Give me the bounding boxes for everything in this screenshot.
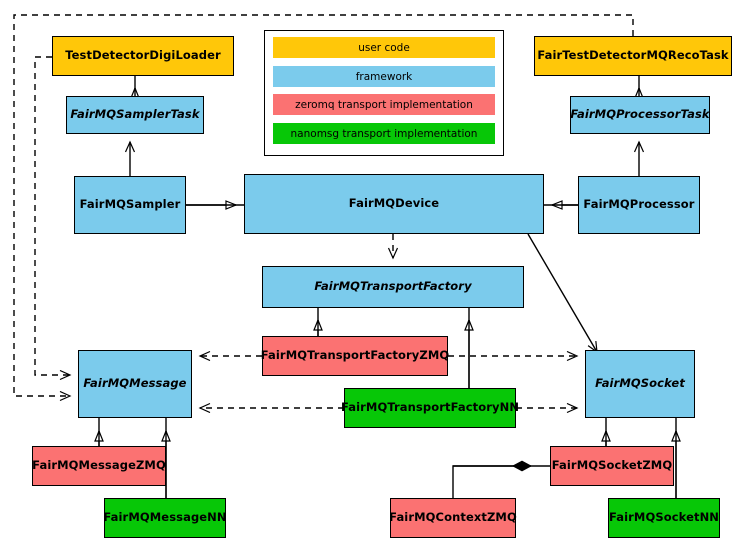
- class-node-label: FairMQSocket: [595, 376, 685, 391]
- class-node-label: FairMQSocketZMQ: [551, 458, 673, 473]
- class-node-FairMQMessageZMQ[interactable]: FairMQMessageZMQ: [32, 446, 166, 486]
- class-node-FairMQDevice[interactable]: FairMQDevice: [244, 174, 544, 234]
- class-node-label: FairMQProcessorTask: [570, 107, 710, 122]
- class-node-label: FairMQTransportFactoryNN: [340, 400, 520, 415]
- legend-item-zeromq: zeromq transport implementation: [273, 94, 495, 115]
- class-node-label: TestDetectorDigiLoader: [65, 48, 221, 63]
- legend-label-nanomsg: nanomsg transport implementation: [290, 127, 478, 140]
- class-node-FairMQMessageNN[interactable]: FairMQMessageNN: [103, 498, 227, 538]
- class-node-FairMQMessage[interactable]: FairMQMessage: [78, 350, 192, 418]
- class-node-TestDetectorDigiLoader[interactable]: TestDetectorDigiLoader: [52, 36, 234, 76]
- class-node-FairMQTransportFactory[interactable]: FairMQTransportFactory: [262, 266, 524, 308]
- class-node-FairMQTransportFactoryZMQ[interactable]: FairMQTransportFactoryZMQ: [260, 336, 450, 376]
- class-node-FairMQContextZMQ[interactable]: FairMQContextZMQ: [389, 498, 517, 538]
- legend-item-framework: framework: [273, 66, 495, 87]
- class-node-FairMQSocketNN[interactable]: FairMQSocketNN: [608, 498, 720, 538]
- class-node-FairMQProcessorTask[interactable]: FairMQProcessorTask: [570, 96, 710, 134]
- class-node-label: FairMQProcessor: [583, 197, 695, 212]
- class-node-FairMQSampler[interactable]: FairMQSampler: [74, 176, 186, 234]
- legend-item-nanomsg: nanomsg transport implementation: [273, 123, 495, 144]
- class-node-label: FairMQSocketNN: [608, 510, 720, 525]
- legend-label-zeromq: zeromq transport implementation: [295, 98, 473, 111]
- class-node-FairTestDetectorMQRecoTask[interactable]: FairTestDetectorMQRecoTask: [534, 36, 732, 76]
- class-node-FairMQProcessor[interactable]: FairMQProcessor: [578, 176, 700, 234]
- class-node-label: FairMQMessageNN: [103, 510, 227, 525]
- class-node-FairMQSocket[interactable]: FairMQSocket: [585, 350, 695, 418]
- class-node-FairMQSamplerTask[interactable]: FairMQSamplerTask: [66, 96, 204, 134]
- legend-label-user-code: user code: [358, 41, 410, 54]
- class-node-label: FairTestDetectorMQRecoTask: [537, 48, 729, 63]
- class-node-label: FairMQDevice: [348, 196, 440, 211]
- legend-item-user-code: user code: [273, 37, 495, 58]
- class-node-label: FairMQMessageZMQ: [32, 458, 166, 473]
- class-node-label: FairMQSampler: [79, 197, 181, 212]
- class-node-label: FairMQTransportFactoryZMQ: [260, 348, 450, 363]
- class-node-label: FairMQContextZMQ: [389, 510, 517, 525]
- class-node-FairMQSocketZMQ[interactable]: FairMQSocketZMQ: [550, 446, 674, 486]
- class-node-label: FairMQMessage: [83, 376, 187, 391]
- class-node-label: FairMQSamplerTask: [70, 107, 200, 122]
- legend-label-framework: framework: [355, 70, 413, 83]
- class-node-label: FairMQTransportFactory: [314, 279, 472, 294]
- class-node-FairMQTransportFactoryNN[interactable]: FairMQTransportFactoryNN: [340, 388, 520, 428]
